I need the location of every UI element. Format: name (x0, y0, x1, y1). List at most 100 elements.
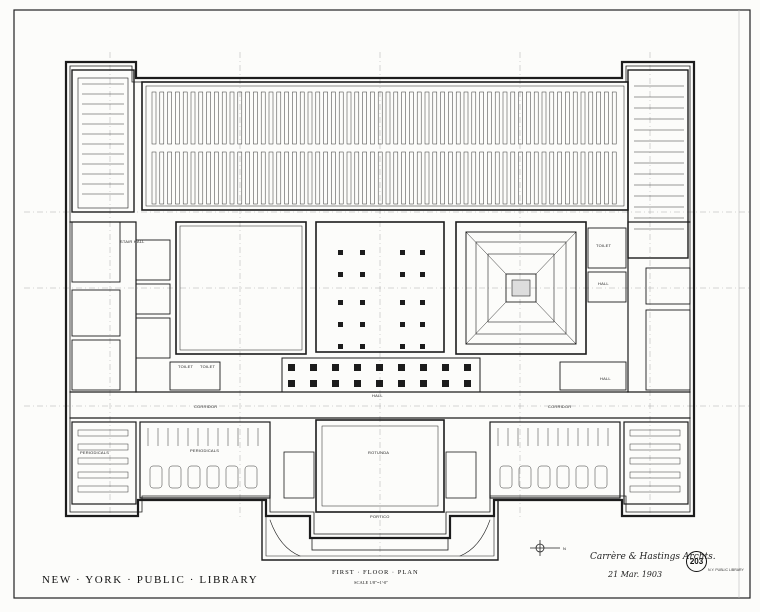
desk-row (471, 151, 477, 205)
desk-row (409, 91, 414, 145)
sheet-number-badge: 203 (686, 551, 707, 572)
desk-row (354, 151, 360, 205)
desk-row (268, 151, 274, 205)
pier (420, 344, 425, 349)
desk-row (362, 91, 367, 145)
desk-row (198, 91, 204, 145)
label-toilet-right: TOILET (596, 243, 611, 248)
desk-row (557, 151, 562, 205)
desk-row (276, 91, 282, 145)
pier (398, 380, 405, 387)
desk-row (557, 91, 562, 145)
building-outline (64, 60, 696, 561)
label-toilet-left: TOILET (178, 364, 193, 369)
desk-row (260, 151, 266, 205)
desk-row (424, 151, 430, 205)
desk-row (541, 91, 547, 145)
desk-row (151, 91, 157, 145)
table (168, 465, 182, 489)
pier (376, 364, 383, 371)
desk-row (284, 151, 289, 205)
desk-row (182, 91, 188, 145)
desk-row (370, 151, 375, 205)
desk-row (596, 91, 601, 145)
desk-row (260, 91, 266, 145)
pier (420, 250, 425, 255)
sheet-border (13, 9, 751, 599)
desk-row (471, 91, 477, 145)
north-arrow (530, 540, 560, 556)
label-rotunda: ROTUNDA (368, 450, 389, 455)
desk-row (292, 151, 297, 205)
desk-row (221, 151, 227, 205)
desk-row (214, 91, 219, 145)
pier (398, 364, 405, 371)
table (77, 471, 129, 479)
desk-row (401, 151, 406, 205)
pier (420, 272, 425, 277)
desk-row (346, 91, 352, 145)
desk-row (175, 151, 180, 205)
periodical-tables (77, 428, 681, 493)
desk-row (463, 91, 469, 145)
desk-row (299, 151, 305, 205)
label-periodicals-left: PERIODICALS (80, 450, 109, 455)
table (537, 465, 551, 489)
pier (360, 300, 365, 305)
desk-row (611, 91, 617, 145)
column-piers (288, 250, 471, 387)
pier (420, 300, 425, 305)
pier (338, 344, 343, 349)
desk-row (276, 151, 282, 205)
label-portico: PORTICO (370, 514, 390, 519)
label-hall-right: HALL (598, 281, 609, 286)
desk-row (159, 151, 165, 205)
desk-row (604, 91, 609, 145)
desk-row (190, 91, 196, 145)
pier (338, 272, 343, 277)
desk-row (533, 151, 539, 205)
desk-row (502, 151, 508, 205)
desk-row (416, 91, 422, 145)
desk-row (338, 91, 344, 145)
desk-row (253, 91, 258, 145)
north-arrow-label: N (563, 546, 566, 551)
desk-row (611, 151, 617, 205)
desk-row (167, 91, 172, 145)
table (556, 465, 570, 489)
desk-row (292, 91, 297, 145)
pier (338, 300, 343, 305)
pier (288, 380, 295, 387)
label-hall-right-2: HALL (600, 376, 611, 381)
pier (464, 364, 471, 371)
desk-row (385, 91, 391, 145)
desk-row (362, 151, 367, 205)
desk-row (487, 91, 492, 145)
desk-row (159, 91, 165, 145)
desk-row (237, 151, 243, 205)
desk-row (526, 151, 531, 205)
desk-row (502, 91, 508, 145)
pier (400, 272, 405, 277)
desk-row (323, 151, 328, 205)
table (629, 429, 681, 437)
desk-row (268, 91, 274, 145)
pier (332, 364, 339, 371)
library-stamp: N.Y. PUBLIC LIBRARY (708, 568, 744, 572)
desk-row (588, 91, 594, 145)
desk-row (448, 151, 453, 205)
table (629, 471, 681, 479)
table (518, 465, 532, 489)
desk-row (572, 91, 578, 145)
desk-row (440, 91, 445, 145)
table (149, 465, 163, 489)
desk-row (479, 151, 484, 205)
desk-row (331, 151, 336, 205)
pier (332, 380, 339, 387)
pier (360, 344, 365, 349)
desk-row (596, 151, 601, 205)
desk-row (580, 151, 586, 205)
desk-row (432, 151, 438, 205)
desk-row (565, 91, 570, 145)
